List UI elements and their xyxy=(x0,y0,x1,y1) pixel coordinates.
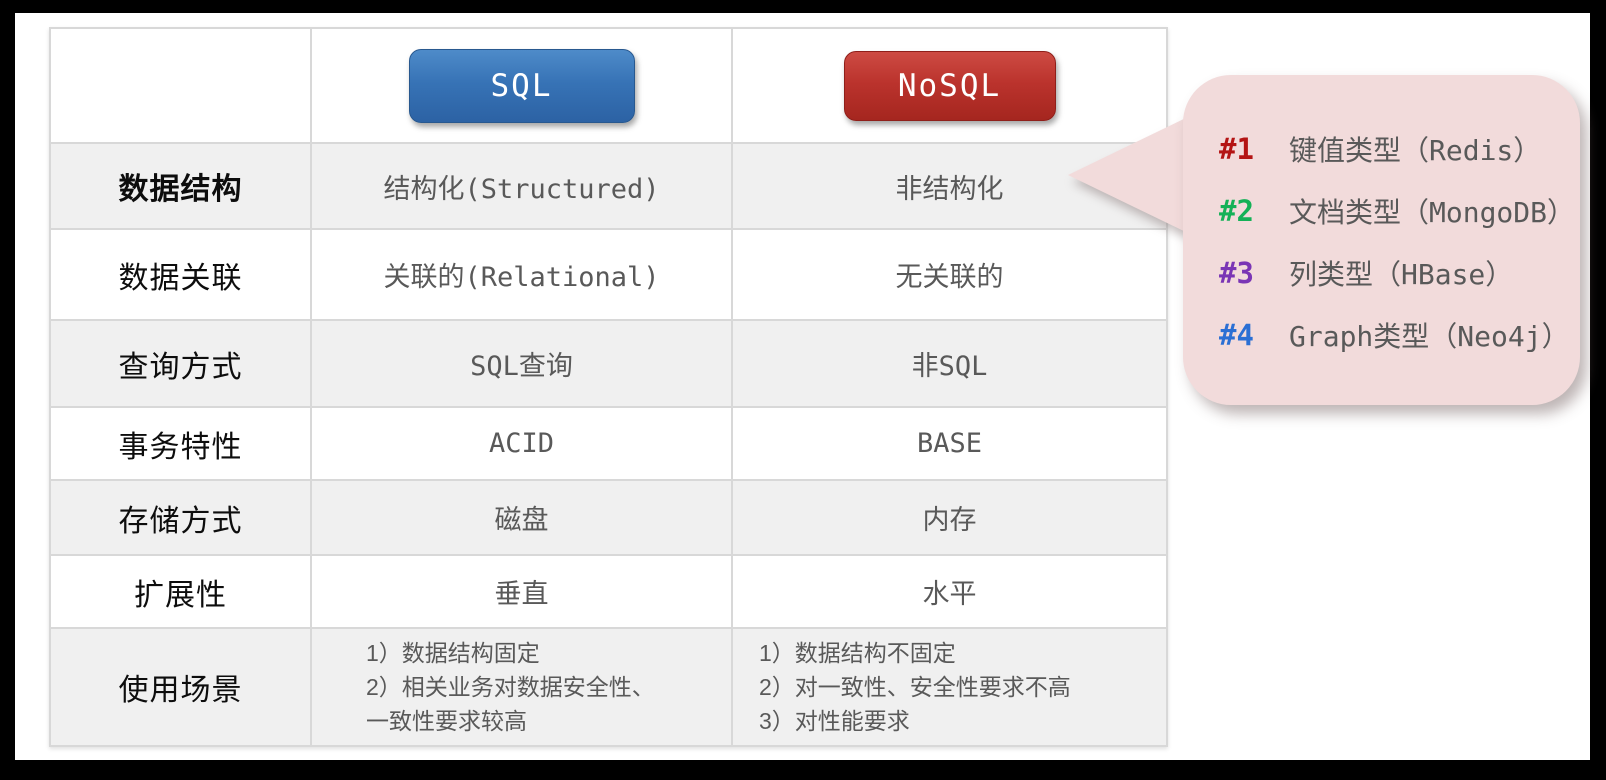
row-label: 事务特性 xyxy=(118,430,243,464)
scenario-line: 3）对性能要求 xyxy=(759,708,910,734)
nosql-value-cell: 水平 xyxy=(733,556,1166,627)
callout-tail-icon xyxy=(1068,115,1192,235)
callout-text: 键值类型（Redis） xyxy=(1289,134,1542,167)
sql-value-cell: SQL查询 xyxy=(312,321,731,406)
scenario-line: 1）数据结构固定 xyxy=(366,640,540,666)
sql-value: 垂直 xyxy=(494,579,549,610)
row-label-cell: 数据结构 xyxy=(51,144,310,228)
nosql-value: 非结构化 xyxy=(895,173,1004,205)
callout-item: #4 Graph类型（Neo4j） xyxy=(1219,304,1580,366)
row-label-cell: 使用场景 xyxy=(51,629,310,745)
sql-scenario-cell: 1）数据结构固定 2）相关业务对数据安全性、 一致性要求较高 xyxy=(312,629,731,745)
nosql-value: 内存 xyxy=(922,505,977,536)
nosql-value: BASE xyxy=(916,428,983,459)
nosql-value: 非SQL xyxy=(911,351,988,382)
nosql-badge: NoSQL xyxy=(843,50,1056,121)
sql-value: ACID xyxy=(488,428,555,459)
row-label-cell: 查询方式 xyxy=(51,321,310,406)
scenario-line: 一致性要求较高 xyxy=(366,708,527,734)
callout-text: 文档类型（MongoDB） xyxy=(1289,196,1576,229)
scenario-line: 2）对一致性、安全性要求不高 xyxy=(759,674,1071,700)
nosql-scenario-cell: 1）数据结构不固定 2）对一致性、安全性要求不高 3）对性能要求 xyxy=(733,629,1166,745)
callout-marker: #2 xyxy=(1219,194,1254,228)
row-label: 查询方式 xyxy=(118,350,243,384)
sql-badge: SQL xyxy=(408,48,635,123)
row-label: 存储方式 xyxy=(118,504,243,538)
nosql-value-cell: 非SQL xyxy=(733,321,1166,406)
nosql-header-cell: NoSQL xyxy=(733,29,1166,142)
row-label-cell: 存储方式 xyxy=(51,481,310,554)
nosql-value: 水平 xyxy=(922,579,977,610)
sql-value-cell: 垂直 xyxy=(312,556,731,627)
callout-marker: #4 xyxy=(1219,318,1254,352)
nosql-value: 无关联的 xyxy=(895,262,1004,293)
nosql-value-cell: 内存 xyxy=(733,481,1166,554)
row-label-cell: 数据关联 xyxy=(51,230,310,319)
sql-scenario-list: 1）数据结构固定 2）相关业务对数据安全性、 一致性要求较高 xyxy=(312,629,731,745)
nosql-types-callout: #1 键值类型（Redis） #2 文档类型（MongoDB） #3 列类型（H… xyxy=(1183,75,1580,405)
callout-marker: #1 xyxy=(1219,132,1254,166)
sql-value: 结构化(Structured) xyxy=(383,173,660,205)
row-label: 扩展性 xyxy=(134,578,227,612)
row-label: 数据关联 xyxy=(118,261,243,295)
callout-item: #2 文档类型（MongoDB） xyxy=(1219,180,1580,242)
row-label-cell: 事务特性 xyxy=(51,408,310,479)
sql-value-cell: 结构化(Structured) xyxy=(312,144,731,228)
sql-value: 磁盘 xyxy=(494,505,549,536)
sql-vs-nosql-table: SQL NoSQL 数据结构 结构化(Structured) 非结构化 数据关联… xyxy=(49,27,1168,747)
row-label: 数据结构 xyxy=(118,173,243,206)
nosql-value-cell: BASE xyxy=(733,408,1166,479)
sql-header-cell: SQL xyxy=(312,29,731,142)
callout-text: Graph类型（Neo4j） xyxy=(1289,320,1570,353)
row-label: 使用场景 xyxy=(118,674,243,707)
sql-value-cell: ACID xyxy=(312,408,731,479)
callout-item: #3 列类型（HBase） xyxy=(1219,242,1580,304)
scenario-line: 2）相关业务对数据安全性、 xyxy=(366,674,655,700)
sql-value-cell: 关联的(Relational) xyxy=(312,230,731,319)
nosql-scenario-list: 1）数据结构不固定 2）对一致性、安全性要求不高 3）对性能要求 xyxy=(733,629,1166,745)
callout-text: 列类型（HBase） xyxy=(1289,258,1514,291)
scenario-line: 1）数据结构不固定 xyxy=(759,640,956,666)
canvas: SQL NoSQL 数据结构 结构化(Structured) 非结构化 数据关联… xyxy=(15,13,1590,760)
sql-value: SQL查询 xyxy=(470,351,573,382)
sql-value-cell: 磁盘 xyxy=(312,481,731,554)
row-label-cell: 扩展性 xyxy=(51,556,310,627)
corner-cell xyxy=(51,29,310,142)
callout-marker: #3 xyxy=(1219,256,1254,290)
nosql-value-cell: 无关联的 xyxy=(733,230,1166,319)
callout-item: #1 键值类型（Redis） xyxy=(1219,118,1580,180)
sql-value: 关联的(Relational) xyxy=(383,262,660,293)
